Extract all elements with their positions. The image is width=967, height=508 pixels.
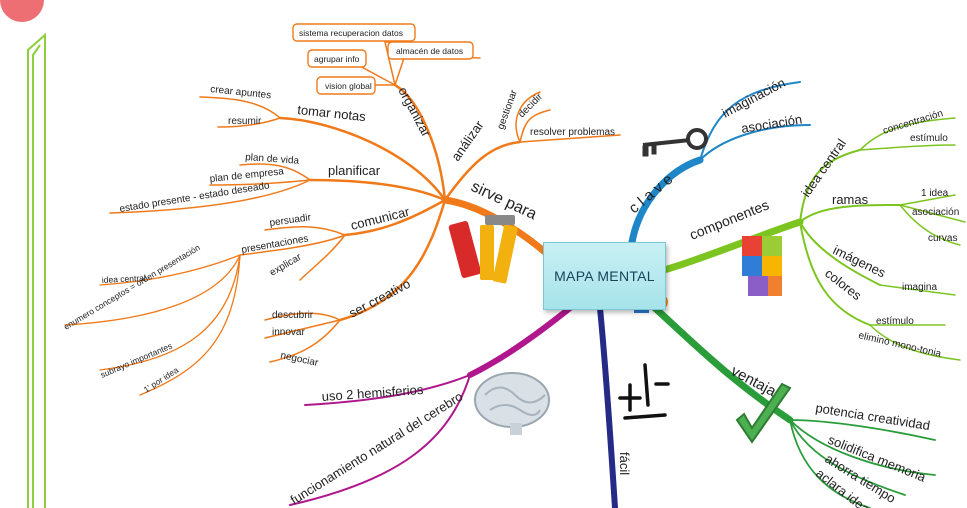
colores-item-1: elimino mono-tonia (857, 330, 942, 360)
branch-facil (597, 305, 618, 508)
ser-creativo-item-0: descubrir (272, 310, 314, 321)
branch-cerebro (289, 305, 573, 506)
ser-creativo-item-2: negociar (279, 350, 319, 369)
label-facil: fácil (617, 452, 632, 475)
label-clave: c l a v e (626, 171, 677, 217)
comunicar-item-1: presentaciones (241, 233, 310, 256)
brain-icon (474, 372, 550, 435)
imagenes-item-0: imagina (902, 282, 937, 293)
presentaciones-item-3: 1' por idea (142, 365, 181, 395)
label-tomar-notas: tomar notas (297, 102, 367, 124)
planificar-item-1: plan de empresa (209, 166, 285, 185)
label-organizar: organizar (395, 84, 434, 139)
planificar-item-0: plan de vida (245, 152, 300, 167)
ser-creativo-item-1: innovar (272, 327, 305, 338)
organizar-item-3: vision global (325, 81, 372, 91)
logo-badge (0, 0, 44, 22)
left-frame (27, 32, 46, 508)
ramas-item-1: asociación (912, 207, 959, 218)
idea-central-item-1: estímulo (910, 133, 948, 144)
analizar-item-1: decidir (516, 91, 545, 120)
label-planificar: planificar (328, 163, 381, 178)
organizar-item-2: agrupar info (314, 54, 360, 64)
ramas-item-2: curvas (928, 233, 957, 244)
label-analizar: análizar (448, 117, 487, 163)
tomar-notas-item-1: resumir (228, 116, 262, 127)
central-topic: MAPA MENTAL (543, 242, 666, 310)
puzzle-icon (742, 236, 782, 296)
branch-sirve-para (64, 41, 621, 396)
cerebro-item-0: uso 2 hemisferios (321, 382, 424, 404)
label-colores: colores (822, 266, 865, 304)
central-topic-label: MAPA MENTAL (554, 268, 655, 284)
ramas-item-0: 1 idea (921, 188, 949, 199)
colores-item-0: estímulo (876, 316, 914, 327)
planificar-item-2: estado presente - estado deseado (119, 180, 271, 215)
cerebro-item-1: funcionamiento natural del cerebro (288, 389, 466, 508)
comunicar-item-2: explicar (268, 252, 304, 279)
clave-item-1: asociación (740, 112, 803, 136)
label-ramas: ramas (832, 192, 869, 207)
tomar-notas-item-0: crear apuntes (210, 84, 272, 101)
analizar-item-2: resolver problemas (530, 127, 615, 138)
tools-icon (448, 215, 518, 284)
presentaciones-item-0: idea central (102, 273, 147, 285)
plus-minus-icon (618, 363, 670, 420)
label-ser-creativo: ser creativo (346, 276, 412, 321)
organizar-item-0: sistema recuperacion datos (299, 28, 403, 38)
key-icon (642, 128, 708, 157)
clave-item-0: imaginación (719, 75, 787, 121)
presentaciones-item-1: enumero conceptos = orden presentación (62, 242, 202, 332)
label-idea-central: idea central (798, 136, 849, 200)
check-icon (735, 382, 792, 444)
organizar-boxes (292, 23, 474, 95)
organizar-item-1: almacén de datos (396, 46, 463, 56)
branch-componentes (660, 117, 966, 361)
